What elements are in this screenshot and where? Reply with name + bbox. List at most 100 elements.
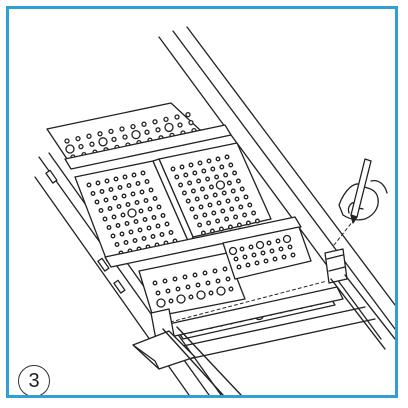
plate-hole	[102, 216, 108, 222]
plate-hole	[200, 230, 206, 236]
plate-hole	[113, 176, 119, 182]
plate-hole	[177, 122, 183, 128]
plate-hole	[156, 204, 162, 210]
plate-hole	[152, 280, 158, 286]
dashed-guides	[158, 220, 354, 326]
plate-hole	[212, 268, 218, 274]
plate-hole	[185, 198, 191, 204]
plate-hole	[202, 270, 208, 276]
plate-hole	[124, 221, 130, 226]
plate-hole	[206, 220, 212, 226]
plate-hole	[251, 210, 257, 216]
plate-hole	[94, 199, 100, 205]
lower-cross-bar	[154, 286, 376, 362]
plate-hole	[117, 185, 123, 190]
plate-hole	[142, 217, 148, 222]
plate-hole	[215, 156, 221, 162]
step-number-badge: 3	[18, 365, 50, 395]
plate-hole	[219, 164, 225, 170]
plate-hole	[98, 137, 108, 147]
plate-hole	[202, 212, 208, 218]
plate-hole	[223, 172, 229, 178]
plate-hole	[179, 164, 185, 170]
plate-hole	[89, 141, 95, 147]
plate-hole	[239, 246, 245, 252]
plate-hole	[226, 180, 232, 186]
plate-hole	[193, 214, 199, 220]
plate-hole	[122, 134, 128, 140]
assembly-illustration	[34, 26, 395, 395]
plate-hole	[144, 179, 150, 184]
plate-hole	[218, 226, 224, 232]
plate-hole	[147, 206, 153, 212]
plate-hole	[140, 170, 146, 176]
plate-hole	[182, 274, 188, 280]
plate-hole	[192, 272, 198, 278]
pencil-icon	[350, 158, 372, 224]
plate-hole	[78, 143, 84, 150]
plate-hole	[98, 208, 104, 213]
plate-hole	[220, 208, 226, 214]
middle-cross-bar	[104, 216, 302, 268]
plate-hole	[210, 166, 216, 172]
plate-hole	[197, 160, 203, 166]
plate-hole	[138, 208, 144, 214]
plate-hole	[198, 204, 204, 210]
main-tube	[162, 274, 395, 395]
plate-hole	[108, 187, 114, 192]
plate-hole	[234, 196, 240, 202]
plate-hole	[115, 223, 121, 228]
plate-hole	[160, 213, 166, 218]
plate-hole	[239, 186, 245, 192]
plate-hole	[272, 256, 278, 262]
plate-hole	[168, 230, 174, 235]
plate-hole	[263, 258, 269, 264]
plate-hole	[287, 244, 293, 250]
plate-hole	[242, 212, 248, 218]
upper-cross-bar	[64, 124, 232, 170]
plate-hole	[225, 276, 231, 282]
plate-hole	[254, 260, 260, 266]
plate-hole	[103, 197, 109, 203]
plate-hole	[99, 189, 105, 194]
plate-hole	[119, 126, 125, 132]
plate-hole	[143, 198, 149, 203]
plate-hole	[165, 288, 171, 294]
plate-hole	[248, 244, 254, 250]
plate-hole	[216, 200, 222, 206]
plate-hole	[116, 204, 122, 209]
plate-hole	[178, 182, 184, 188]
plate-hole	[146, 225, 152, 231]
plate-hole	[176, 294, 186, 304]
plate-hole	[64, 138, 70, 144]
plate-hole	[162, 278, 168, 284]
plate-hole	[201, 168, 207, 174]
plate-hole	[245, 262, 251, 268]
plate-hole	[228, 246, 238, 256]
plate-hole	[111, 214, 117, 220]
middle-perforated-plates	[74, 142, 272, 262]
plate-hole	[236, 264, 242, 270]
plate-hole	[224, 154, 230, 160]
plate-hole	[164, 221, 170, 227]
plate-hole	[189, 206, 195, 212]
plate-hole	[206, 158, 212, 164]
plate-hole	[86, 182, 92, 188]
plate-hole	[128, 229, 134, 235]
plate-hole	[148, 187, 154, 193]
plate-hole	[126, 183, 132, 188]
plate-hole	[152, 119, 158, 125]
instruction-frame: 3	[6, 6, 398, 398]
plate-hole	[235, 178, 241, 184]
plate-hole	[183, 172, 189, 178]
plate-hole	[228, 286, 234, 292]
plate-hole	[230, 188, 236, 194]
plate-hole	[123, 240, 129, 245]
plate-hole	[104, 178, 110, 184]
plate-hole	[122, 174, 128, 180]
plate-hole	[196, 178, 202, 184]
plate-hole	[86, 133, 92, 139]
plate-hole	[238, 204, 244, 210]
outer-rails	[34, 26, 395, 395]
plate-hole	[233, 256, 239, 262]
